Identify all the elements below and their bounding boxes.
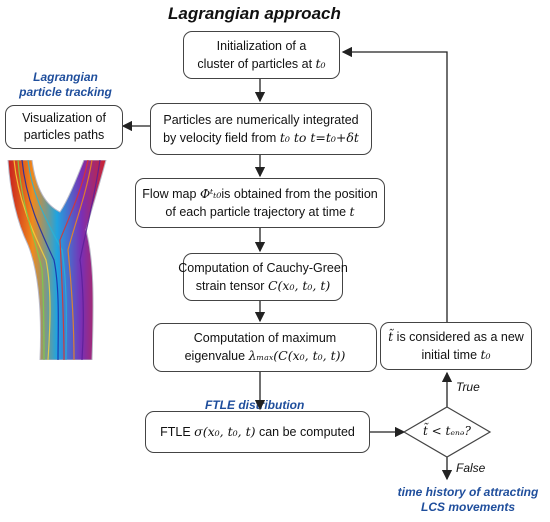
flow-map-line1-math: Φᵗₜ₀ (199, 186, 222, 201)
streamline (27, 160, 67, 360)
integration-line2-text: by velocity field from (163, 130, 280, 145)
cauchy-green-line2-math: C(x₀, t₀, t) (267, 277, 331, 293)
integration-line1: Particles are numerically integrated (163, 112, 359, 127)
max-eigenvalue-box: Computation of maximum eigenvalue λₘₐₓ(C… (153, 323, 377, 372)
integration-box: Particles are numerically integrated by … (150, 103, 372, 155)
max-eigenvalue-line2-text: eigenvalue (184, 349, 249, 363)
streamlines (13, 160, 101, 360)
false-label: False (456, 461, 486, 475)
new-initial-time-line2: initial time t₀ (421, 346, 490, 364)
particle-tracking-label-line1: Lagrangian (33, 70, 98, 84)
streamline (21, 160, 59, 360)
streamline (67, 160, 93, 360)
streamline (59, 160, 89, 360)
particle-tracking-label-line2: particle tracking (19, 85, 112, 99)
decision-condition: t̃ < tₑₙₔ? (423, 424, 471, 438)
ftle-distribution-label: FTLE distribution (205, 398, 305, 412)
flow-map-line1: Flow map Φᵗₜ₀is obtained from the positi… (142, 185, 377, 203)
initialization-line1: Initialization of a (216, 38, 307, 53)
flow-map-line2: of each particle trajectory at time t (165, 203, 354, 221)
particle-tracking-label: Lagrangian particle tracking (8, 70, 123, 100)
ftle-line1-text: FTLE (160, 425, 195, 439)
output-label-line2: LCS movements (420, 500, 516, 514)
ftle-box: FTLE σ(x₀, t₀, t) can be computed (145, 411, 370, 453)
new-initial-time-line2-text: initial time (421, 348, 481, 362)
flow-map-line2-math: t (349, 204, 355, 219)
new-initial-time-line1-math: t̃ (388, 329, 394, 344)
flow-map-box: Flow map Φᵗₜ₀is obtained from the positi… (135, 178, 385, 228)
new-initial-time-line2-math: t₀ (480, 347, 491, 362)
visualization-box: Visualization of particles paths (5, 105, 123, 149)
new-initial-time-box: t̃ is considered as a new initial time t… (380, 322, 532, 370)
diagram-title: Lagrangian approach (168, 4, 341, 23)
new-initial-time-line1: t̃ is considered as a new (388, 328, 524, 346)
decision-diamond (402, 406, 492, 458)
cauchy-green-line2-text: strain tensor (195, 278, 268, 293)
initialization-line2-math: t₀ (315, 55, 326, 71)
ftle-line1-text2: can be computed (255, 425, 355, 439)
integration-line2-math: t₀ to t=t₀+δt (279, 129, 359, 145)
max-eigenvalue-line1: Computation of maximum (193, 331, 337, 345)
visualization-line1: Visualization of (22, 111, 106, 125)
visualization-line2: particles paths (23, 128, 105, 142)
streamline (17, 160, 45, 360)
initialization-line2: cluster of particles at t₀ (197, 55, 325, 73)
output-label-line1: time history of attracting (397, 485, 539, 499)
output-label: time history of attracting LCS movements (388, 485, 548, 515)
max-eigenvalue-line2: eigenvalue λₘₐₓ(C(x₀, t₀, t)) (185, 347, 346, 365)
particle-paths-visualization (7, 160, 107, 360)
vessel-shape (7, 160, 107, 360)
flow-map-line1-text: Flow map (142, 187, 200, 201)
cauchy-green-line2: strain tensor C(x₀, t₀, t) (196, 277, 331, 295)
true-label: True (456, 380, 480, 394)
flow-map-line2-text: of each particle trajectory at time (165, 205, 350, 219)
cauchy-green-line1: Computation of Cauchy-Green (178, 260, 348, 275)
integration-line2: by velocity field from t₀ to t=t₀+δt (163, 129, 359, 147)
arrow-loop-back (341, 46, 448, 322)
ftle-line1: FTLE σ(x₀, t₀, t) can be computed (160, 423, 355, 441)
ftle-line1-math: σ(x₀, t₀, t) (194, 424, 256, 439)
new-initial-time-line1-text: is considered as a new (393, 330, 524, 344)
cauchy-green-box: Computation of Cauchy-Green strain tenso… (178, 253, 348, 301)
initialization-line2-text: cluster of particles at (197, 56, 316, 71)
max-eigenvalue-line2-math: λₘₐₓ(C(x₀, t₀, t)) (248, 348, 346, 363)
initialization-box: Initialization of a cluster of particles… (183, 31, 340, 79)
streamline (13, 160, 51, 360)
streamline (79, 160, 101, 360)
flow-map-line1-text2: is obtained from the position (221, 187, 378, 201)
